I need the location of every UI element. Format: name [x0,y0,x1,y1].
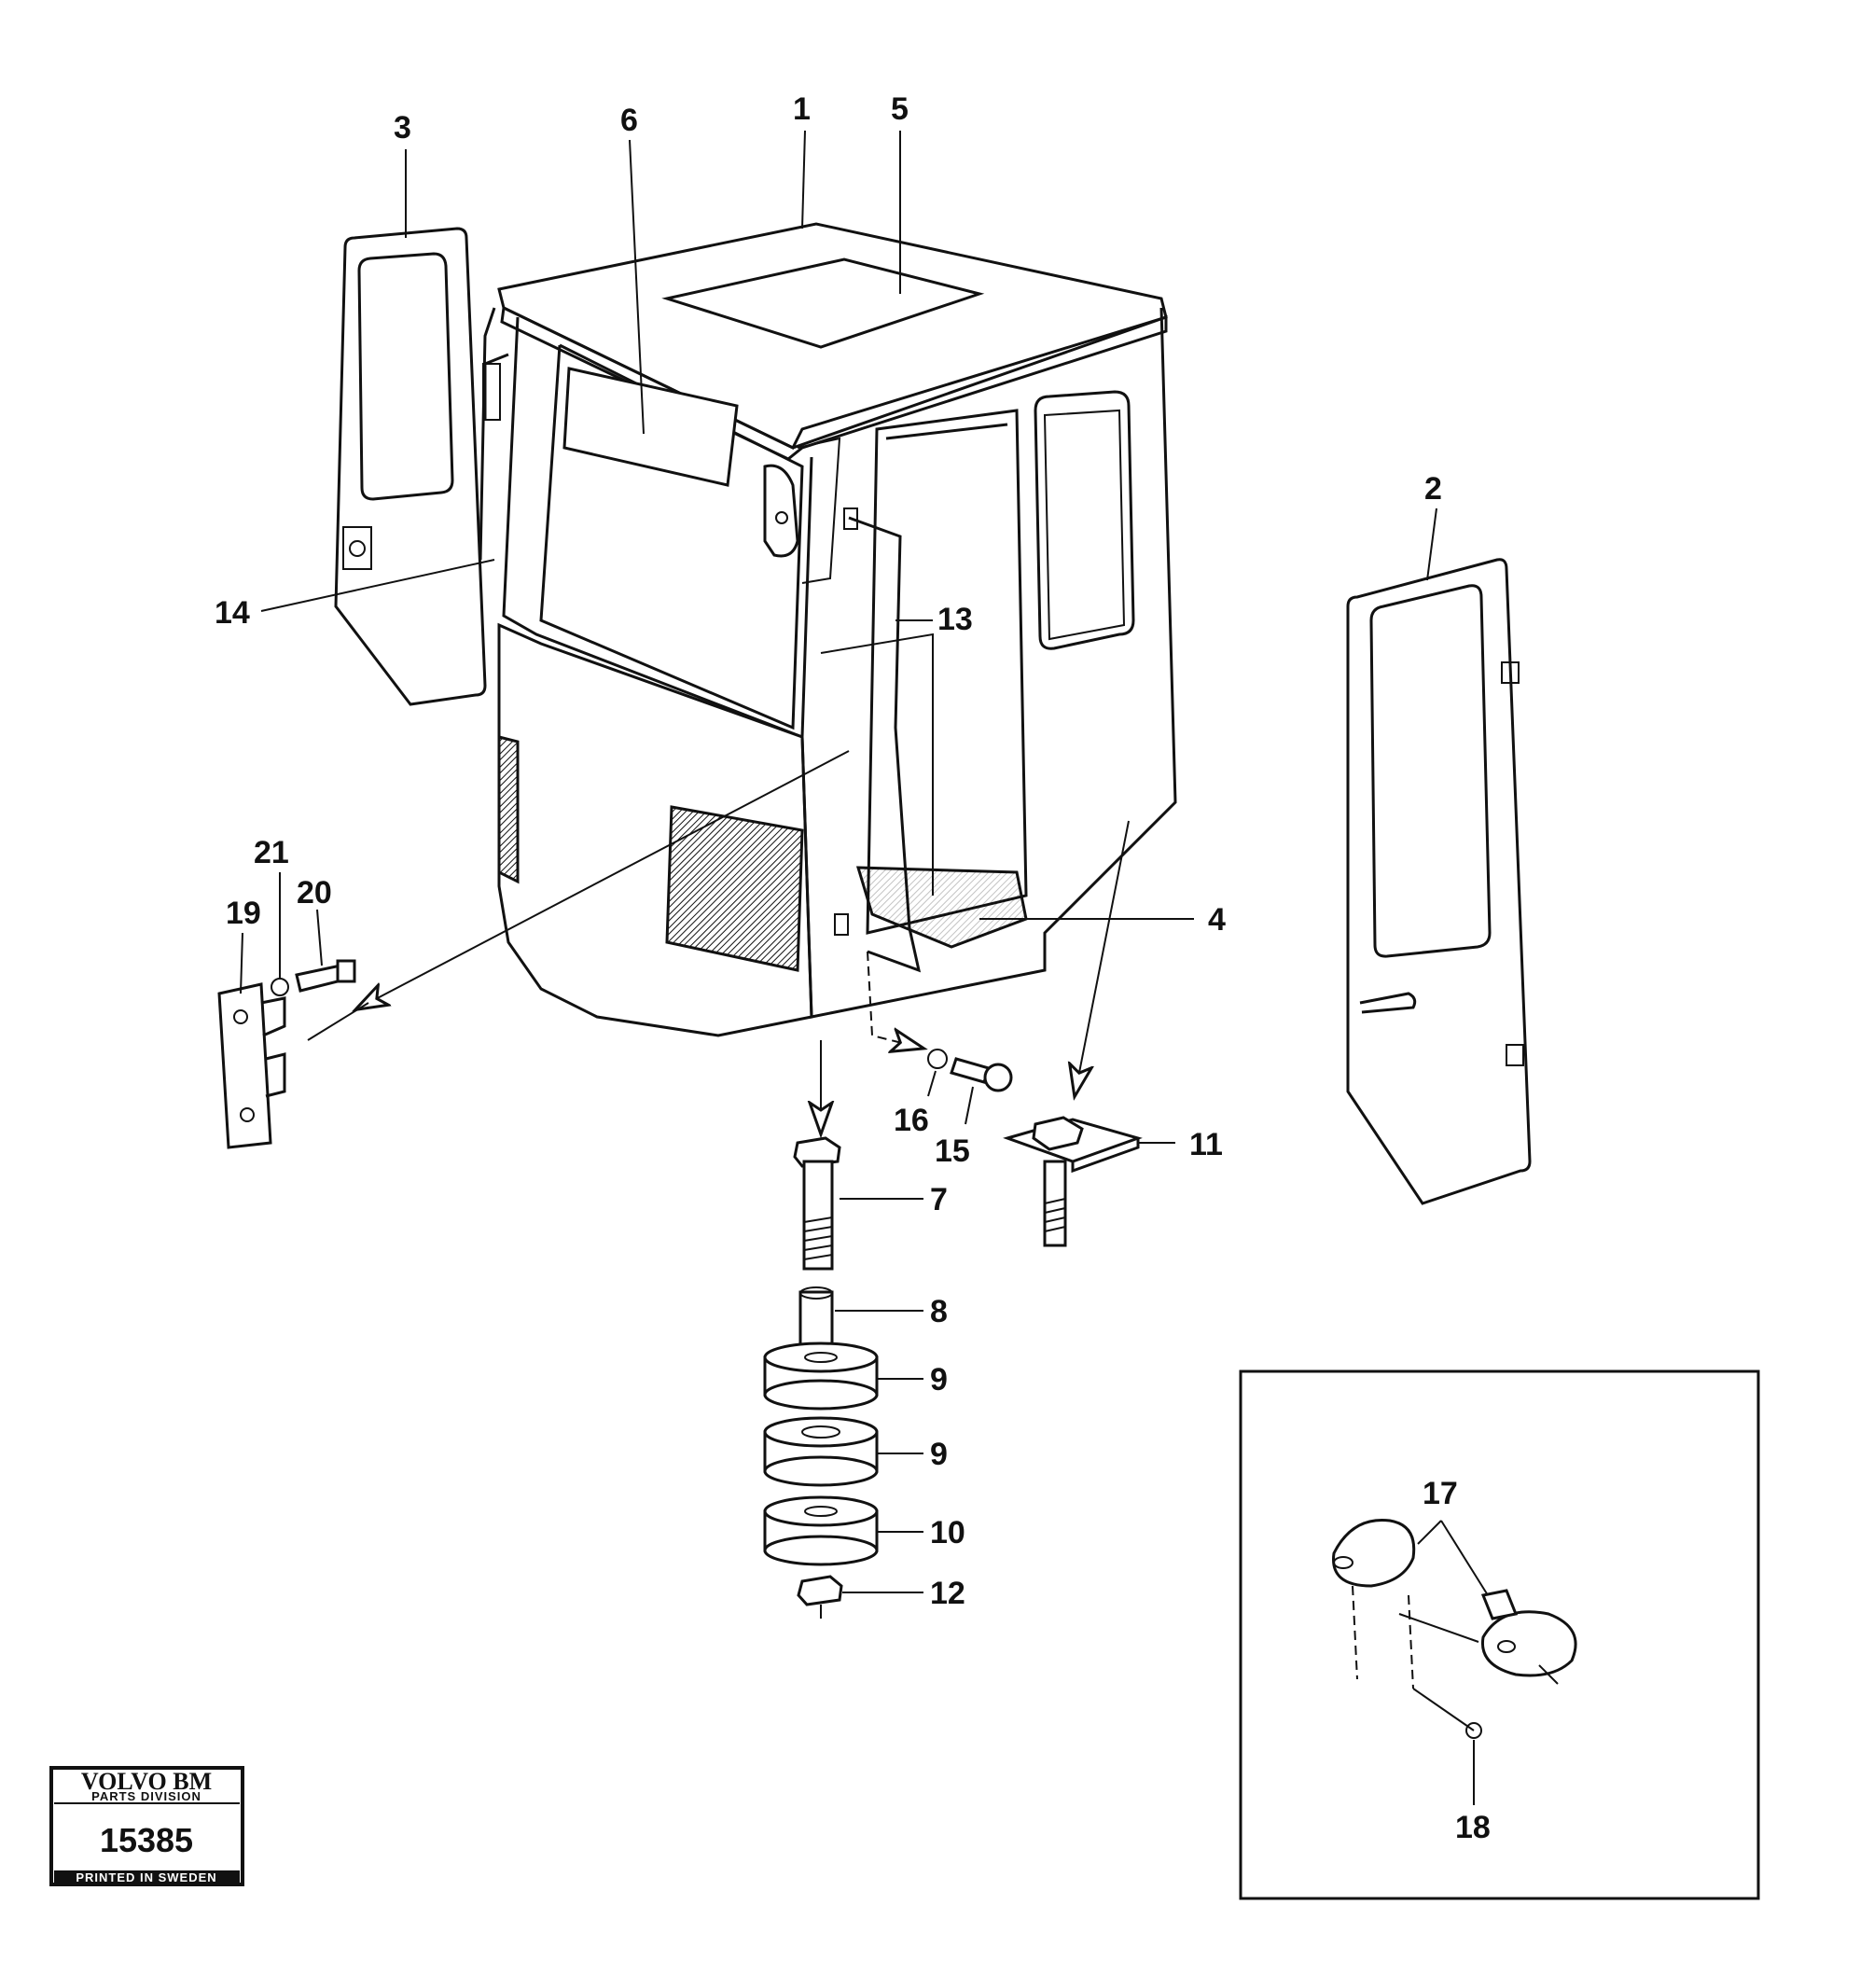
explode-arrows [307,750,1130,1119]
rubber-cushion-2 [763,1416,879,1487]
callout-21: 21 [254,835,289,870]
lock-nut [797,1575,843,1606]
mount-bolt-head [793,1136,841,1168]
left-door [334,227,487,706]
rail-washer [927,1049,948,1069]
callout-11: 11 [1189,1127,1223,1162]
hinge-bracket [217,982,272,1149]
callout-19: 19 [226,896,261,931]
rear-window-frame [502,316,813,740]
callout-5: 5 [891,91,909,127]
door-stop-2 [1480,1610,1577,1677]
rail-bolt-assembly [927,1049,1013,1092]
publisher-stamp: VOLVO BM PARTS DIVISION 15385 PRINTED IN… [49,1766,244,1886]
callout-10: 10 [930,1515,965,1550]
leader-lines [240,130,1437,1593]
callout-3: 3 [394,110,411,146]
stamp-number: 15385 [100,1821,193,1859]
callout-16: 16 [894,1103,929,1138]
rail-bolt [950,1057,991,1084]
callout-9b: 9 [930,1437,948,1472]
callout-12: 12 [930,1576,965,1611]
support-bracket [1003,1116,1143,1247]
ventilation-grille [665,805,804,972]
callout-1: 1 [793,91,811,127]
callout-2: 2 [1424,471,1442,507]
mirror [763,464,799,558]
left-door-handle [342,526,372,570]
handrail [848,516,922,973]
mounting-stack [763,1136,879,1619]
hinge-bracket-assembly [217,959,356,1149]
left-door-window [357,252,454,501]
callout-9a: 9 [930,1362,948,1397]
right-door-handle [1359,992,1417,1014]
rubber-cushion-3 [763,1495,879,1566]
stamp-printed: PRINTED IN SWEDEN [76,1870,216,1884]
door-stop-1 [1332,1518,1416,1588]
callout-4: 4 [1208,902,1226,938]
washer [271,978,289,996]
mount-bolt [802,1160,834,1271]
roof-hatch [661,257,985,349]
detail-inset-frame [1239,1369,1760,1900]
callout-8: 8 [930,1294,948,1329]
callout-17: 17 [1423,1476,1458,1511]
cab-assembly [479,222,1177,1037]
callout-15: 15 [935,1133,970,1169]
floor-plate [855,866,1028,949]
callout-14: 14 [215,595,250,631]
detail-inset [1239,1369,1760,1900]
stamp-division: PARTS DIVISION [91,1789,201,1803]
callout-18: 18 [1455,1810,1491,1845]
side-window [1034,390,1135,650]
callout-13: 13 [937,602,973,637]
callout-20: 20 [297,875,332,911]
callout-6: 6 [620,103,638,138]
right-door-window [1369,584,1492,958]
rubber-cushion-1 [763,1342,879,1411]
stop-screw [1465,1722,1482,1739]
callout-labels: 1 5 6 3 2 13 14 4 21 20 19 16 15 11 7 8 … [215,91,1491,1845]
sun-visor [562,367,739,487]
stamp-brand: VOLVO BM [81,1768,212,1795]
right-door [1346,558,1532,1205]
callout-7: 7 [930,1182,948,1217]
